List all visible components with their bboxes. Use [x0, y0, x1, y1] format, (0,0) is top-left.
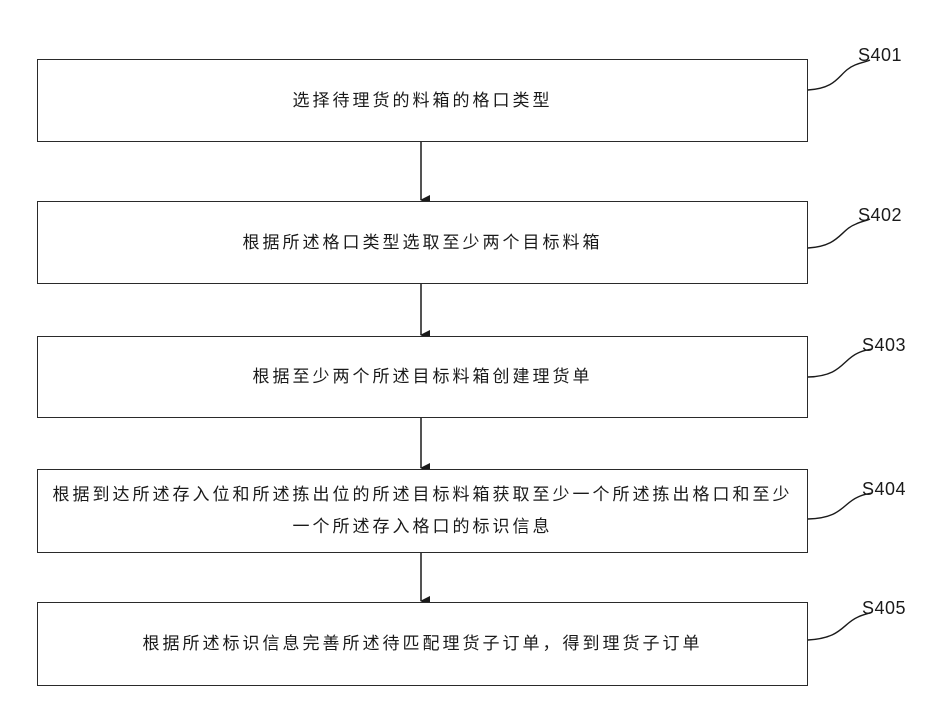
step-text-s403: 根据至少两个所述目标料箱创建理货单 [253, 361, 593, 393]
step-text-s402: 根据所述格口类型选取至少两个目标料箱 [243, 227, 603, 259]
step-box-s401: 选择待理货的料箱的格口类型 [37, 59, 808, 142]
step-text-s404: 根据到达所述存入位和所述拣出位的所述目标料箱获取至少一个所述拣出格口和至少一个所… [38, 479, 807, 543]
step-label-s404: S404 [862, 479, 906, 500]
step-label-s401: S401 [858, 45, 902, 66]
step-label-s405: S405 [862, 598, 906, 619]
step-label-s402: S402 [858, 205, 902, 226]
step-label-s403: S403 [862, 335, 906, 356]
step-box-s405: 根据所述标识信息完善所述待匹配理货子订单，得到理货子订单 [37, 602, 808, 686]
step-text-s405: 根据所述标识信息完善所述待匹配理货子订单，得到理货子订单 [143, 628, 703, 660]
step-box-s404: 根据到达所述存入位和所述拣出位的所述目标料箱获取至少一个所述拣出格口和至少一个所… [37, 469, 808, 553]
step-text-s401: 选择待理货的料箱的格口类型 [293, 85, 553, 117]
step-box-s403: 根据至少两个所述目标料箱创建理货单 [37, 336, 808, 418]
step-box-s402: 根据所述格口类型选取至少两个目标料箱 [37, 201, 808, 284]
